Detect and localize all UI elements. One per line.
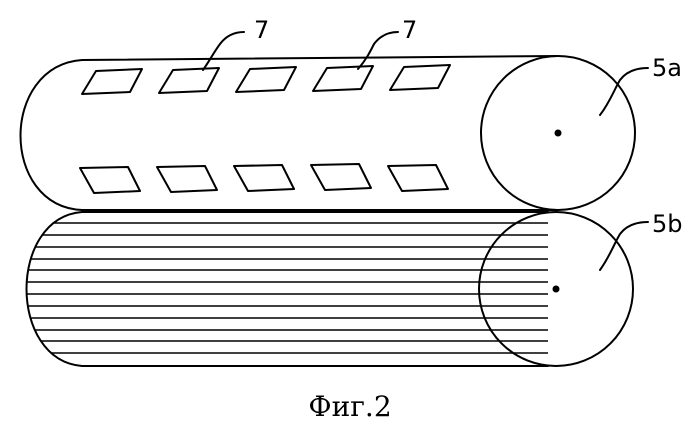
opening	[311, 164, 371, 190]
openings-bottom-row	[80, 164, 448, 193]
leader-line-7-right	[358, 32, 398, 69]
label-7-right: 7	[402, 16, 417, 44]
opening	[388, 165, 448, 191]
label-7-left: 7	[254, 16, 269, 44]
opening	[313, 66, 373, 91]
opening	[80, 167, 140, 193]
leader-line-5b	[600, 222, 648, 270]
roller-5a	[21, 56, 636, 210]
openings-top-row	[82, 65, 450, 94]
figure-caption: Фиг.2	[308, 390, 391, 423]
roller-5b	[0, 212, 633, 366]
roller-5a-axis-dot	[555, 130, 562, 137]
opening	[157, 166, 217, 192]
opening	[236, 67, 296, 92]
roller-5b-surface-lines	[0, 223, 560, 353]
opening	[82, 69, 142, 94]
opening	[159, 68, 219, 93]
label-5a: 5a	[652, 54, 682, 82]
opening	[234, 165, 294, 191]
leader-line-7-left	[203, 32, 244, 70]
roller-5b-axis-dot	[553, 286, 560, 293]
opening	[390, 65, 450, 90]
label-5b: 5b	[652, 210, 683, 238]
